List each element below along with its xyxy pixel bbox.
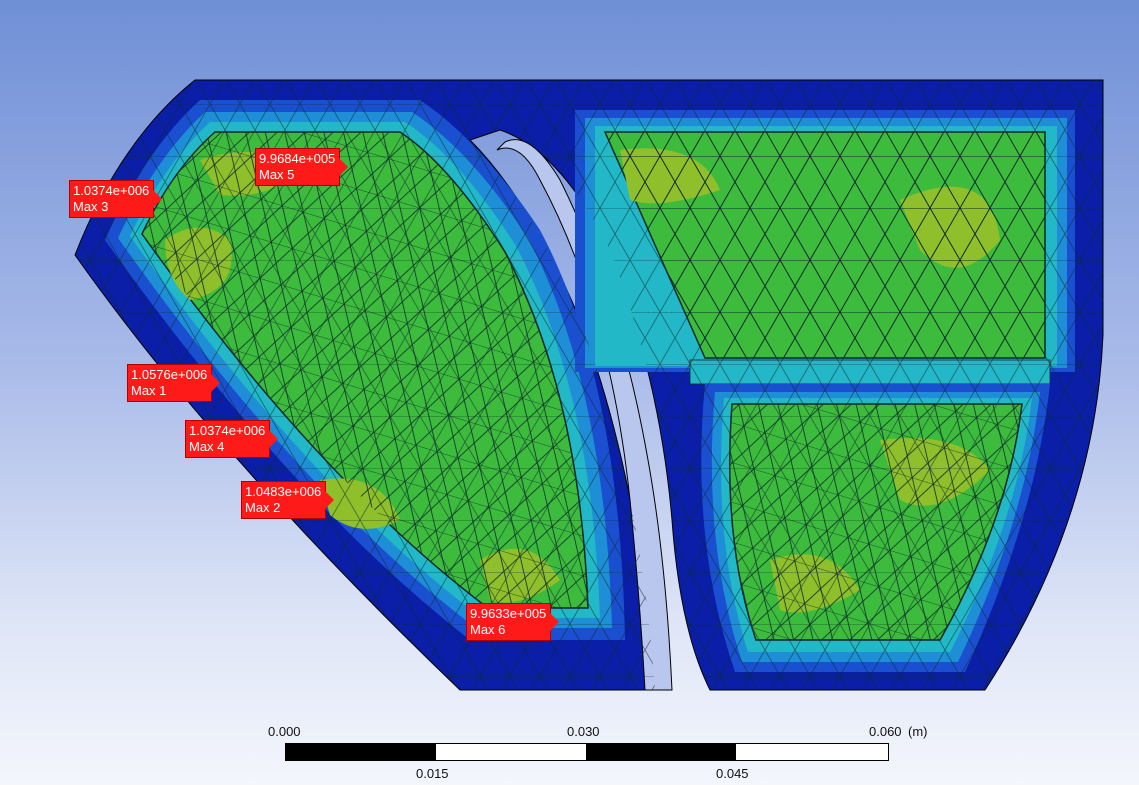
probe-label: Max 1	[131, 383, 167, 398]
probe-value: 1.0374e+006	[73, 183, 150, 198]
probe-max-4[interactable]: 1.0374e+006 Max 4	[185, 420, 279, 458]
probe-label: Max 3	[73, 199, 109, 214]
probe-value: 1.0576e+006	[131, 367, 208, 382]
probe-max-3[interactable]: 1.0374e+006 Max 3	[69, 180, 163, 218]
probe-max-6[interactable]: 9.9633e+005 Max 6	[466, 603, 560, 641]
probe-value: 1.0374e+006	[189, 423, 266, 438]
probe-label: Max 2	[245, 500, 281, 515]
probe-max-5[interactable]: 9.9684e+005 Max 5	[255, 148, 349, 186]
probe-max-2[interactable]: 1.0483e+006 Max 2	[241, 481, 335, 519]
probe-label: Max 5	[259, 167, 295, 182]
probe-label: Max 6	[470, 622, 506, 637]
probe-label: Max 4	[189, 439, 225, 454]
probe-value: 1.0483e+006	[245, 484, 322, 499]
probe-max-1[interactable]: 1.0576e+006 Max 1	[127, 364, 221, 402]
probe-value: 9.9684e+005	[259, 151, 336, 166]
probe-value: 9.9633e+005	[470, 606, 547, 621]
